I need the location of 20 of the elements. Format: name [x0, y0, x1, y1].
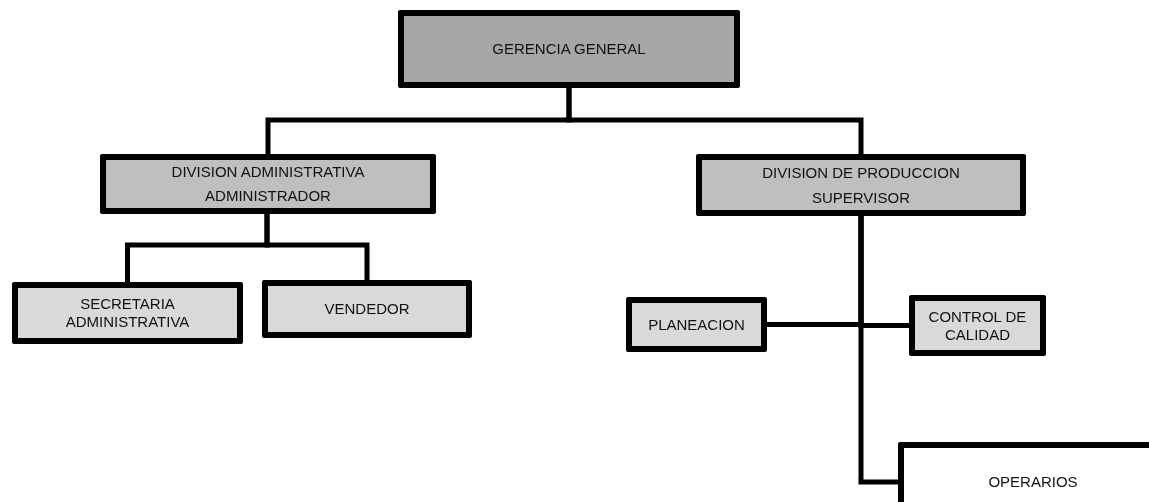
connector-line	[566, 88, 864, 154]
box-title: GERENCIA GENERAL	[492, 40, 646, 58]
box-title: SECRETARIA ADMINISTRATIVA	[64, 295, 191, 331]
position-box	[12, 282, 243, 344]
box-title: VENDEDOR	[324, 300, 410, 318]
box-title: CONTROL DE CALIDAD	[927, 307, 1028, 344]
department-box	[398, 10, 740, 88]
box-title: DIVISION ADMINISTRATIVA	[171, 163, 365, 181]
position-box	[909, 295, 1046, 356]
position-box	[262, 280, 472, 338]
division-box	[696, 154, 1026, 216]
division-box	[100, 154, 436, 214]
box-subtitle: ADMINISTRADOR	[205, 187, 331, 205]
connector-line	[264, 214, 370, 280]
box-title: PLANEACION	[648, 315, 745, 334]
connector-line	[858, 216, 898, 485]
position-box	[626, 297, 767, 352]
box-subtitle: SUPERVISOR	[811, 188, 911, 207]
box-title: DIVISION DE PRODUCCION	[762, 163, 960, 182]
box-title: OPERARIOS	[988, 473, 1078, 491]
